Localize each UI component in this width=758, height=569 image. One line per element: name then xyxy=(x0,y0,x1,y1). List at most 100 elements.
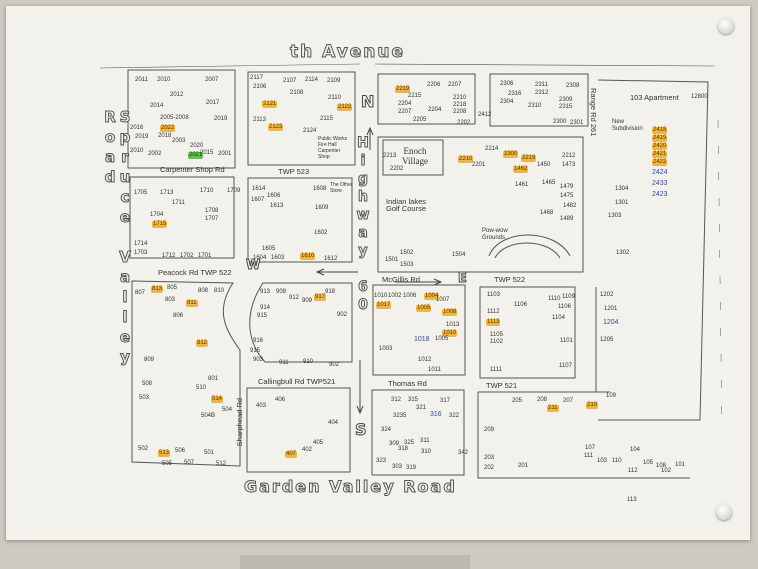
address-number: 105 xyxy=(643,460,654,466)
address-number: 2019 xyxy=(214,116,228,122)
address-number: 2424 xyxy=(652,169,668,176)
address-number: 1468 xyxy=(540,210,554,216)
address-number: 2310 xyxy=(528,103,542,109)
address-number: 1461 xyxy=(515,182,529,188)
sharphead-rd-label: Sharphead Rd xyxy=(235,398,244,447)
address-number: 323 xyxy=(376,458,387,464)
address-number: 1104 xyxy=(552,315,565,321)
address-number: 2212 xyxy=(562,153,576,159)
address-number: 502 xyxy=(138,446,149,452)
address-number: 1109 xyxy=(562,294,575,300)
address-number: 1202 xyxy=(600,292,614,298)
address-number: 1010 xyxy=(374,293,388,299)
address-number: 1609 xyxy=(315,205,329,211)
address-number: 1712 xyxy=(162,253,176,259)
address-number: 2020 xyxy=(190,143,204,149)
address-number: 403 xyxy=(256,403,267,409)
address-number: 2210 xyxy=(453,95,467,101)
address-number: 2423 xyxy=(652,191,668,198)
address-number: 909 xyxy=(302,298,313,304)
address-number: 1707 xyxy=(205,216,219,222)
address-number: 913 xyxy=(260,289,271,295)
address-number: 1702 xyxy=(180,253,194,259)
address-number: 1017 xyxy=(376,302,392,309)
address-number: 501 xyxy=(204,450,215,456)
address-number: 1605 xyxy=(262,246,276,252)
address-number: 1018 xyxy=(414,336,430,343)
address-number: 324 xyxy=(381,427,392,433)
address-number: 1462 xyxy=(513,166,529,173)
callingbull-rd-label: Callingbull Rd TWP521 xyxy=(258,377,336,386)
address-number: 1603 xyxy=(271,255,285,261)
address-number: 2315 xyxy=(559,104,573,110)
address-number: 1482 xyxy=(563,203,577,209)
address-number: 2121 xyxy=(262,101,278,108)
public-works-label: Public Works Fire Hall Carpenter Shop xyxy=(318,136,348,160)
address-number: 1204 xyxy=(603,319,619,326)
address-number: 2012 xyxy=(170,92,184,98)
address-number: 322 xyxy=(449,413,460,419)
address-number: 209 xyxy=(484,427,495,433)
address-number: 321 xyxy=(416,405,427,411)
twp522-label: TWP 522 xyxy=(494,275,526,284)
address-number: 202 xyxy=(484,465,495,471)
address-number: 1450 xyxy=(537,162,551,168)
address-number: 2306 xyxy=(500,81,514,87)
address-number: 1302 xyxy=(616,250,630,256)
pin-icon xyxy=(716,504,732,520)
address-number: 1105 xyxy=(490,332,503,338)
address-number: 915 xyxy=(250,348,261,354)
address-number: 812 xyxy=(196,340,209,347)
address-number: 103 xyxy=(597,458,608,464)
golf-course-label: Indian lakes Golf Course xyxy=(386,197,427,213)
address-number: 1504 xyxy=(452,252,466,258)
new-subdivision-label: New Subdivision xyxy=(612,119,643,132)
compass-east: E xyxy=(458,271,468,287)
address-number: 1110 xyxy=(548,296,561,302)
address-number: 2007 xyxy=(205,77,219,83)
apartment-label: 103 Apartment xyxy=(630,93,679,102)
address-number: 1103 xyxy=(487,292,500,298)
address-number: 406 xyxy=(275,397,286,403)
address-number: 813 xyxy=(151,286,164,293)
address-number: 801 xyxy=(208,376,219,382)
address-number: 2113 xyxy=(253,117,266,123)
address-number: 2019 xyxy=(135,134,149,140)
address-number: 2412 xyxy=(478,112,492,118)
address-number: 113 xyxy=(627,497,637,503)
address-number: 107 xyxy=(585,445,596,451)
road-label-highway-60: Highway 60 xyxy=(355,135,372,316)
address-number: 205 xyxy=(512,398,523,404)
address-number: 2419 xyxy=(652,135,668,142)
address-number: 803 xyxy=(165,297,176,303)
address-number: 2107 xyxy=(283,78,297,84)
address-number: 1501 xyxy=(385,257,399,263)
address-number: 2418 xyxy=(652,127,668,134)
address-number: 504B xyxy=(201,413,216,419)
address-number: 2205 xyxy=(413,117,427,123)
address-number: 2207 xyxy=(448,82,462,88)
address-number: 1602 xyxy=(314,230,328,236)
compass-west: W xyxy=(245,258,261,274)
address-number: 2202 xyxy=(457,120,471,126)
address-number: 208 xyxy=(537,397,548,403)
road-label-spruce-valley: Spruce Valley Road xyxy=(101,108,135,369)
address-number: 2122 xyxy=(337,104,353,111)
address-number: 1489 xyxy=(560,216,574,222)
address-number: 2010 xyxy=(130,148,144,154)
address-number: 806 xyxy=(173,313,184,319)
address-number: 102 xyxy=(661,468,672,474)
address-number: 1705 xyxy=(134,190,148,196)
address-number: 319 xyxy=(406,465,417,471)
address-number: 402 xyxy=(302,447,313,453)
address-number: 512 xyxy=(216,461,227,467)
address-number: 2014 xyxy=(150,103,164,109)
address-number: 12800 xyxy=(691,94,708,100)
address-number: 104 xyxy=(630,447,641,453)
address-number: 1011 xyxy=(428,367,441,373)
address-number: 917 xyxy=(314,294,327,301)
address-number: 2300 xyxy=(503,151,519,158)
address-number: 101 xyxy=(675,462,686,468)
address-number: 2422 xyxy=(652,159,668,166)
address-number: 1013 xyxy=(446,322,460,328)
